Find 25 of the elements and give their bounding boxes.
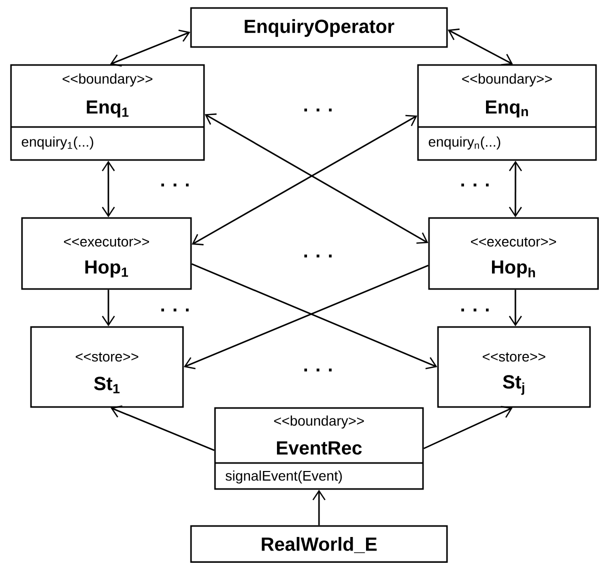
arrow xyxy=(110,405,215,452)
arrow xyxy=(508,290,522,326)
ellipsis: . . . xyxy=(304,108,332,112)
arrow xyxy=(110,30,190,67)
class-box: RealWorld_E xyxy=(190,525,448,563)
arrow xyxy=(423,406,513,450)
class-box: <<boundary>> Enq$_{n}$ enquiry$_{n}$(...) xyxy=(417,64,597,161)
class-box: <<store>> St$_{j}$ xyxy=(437,326,591,408)
class-box: <<store>> St$_{1}$ xyxy=(30,326,184,408)
arrow xyxy=(448,28,513,66)
ellipsis: . . . xyxy=(461,308,489,312)
class-box: <<boundary>> EventRec signalEvent(Event) xyxy=(214,407,424,490)
ellipsis: . . . xyxy=(461,184,489,186)
class-box: <<executor>> Hop$_{h}$ xyxy=(428,217,599,290)
class-box: <<boundary>> Enq$_{1}$ enquiry$_{1}$(...) xyxy=(10,64,205,161)
ellipsis: . . . xyxy=(161,308,189,312)
arrow xyxy=(508,160,522,218)
ellipsis: . . . xyxy=(304,254,332,258)
class-box: EnquiryOperator xyxy=(190,7,448,48)
arrow xyxy=(312,490,326,526)
arrow xyxy=(102,160,115,218)
class-box: <<executor>> Hop$_{1}$ xyxy=(21,217,192,290)
arrow xyxy=(102,290,115,326)
ellipsis: . . . xyxy=(161,184,189,186)
ellipsis: . . . xyxy=(304,368,332,372)
